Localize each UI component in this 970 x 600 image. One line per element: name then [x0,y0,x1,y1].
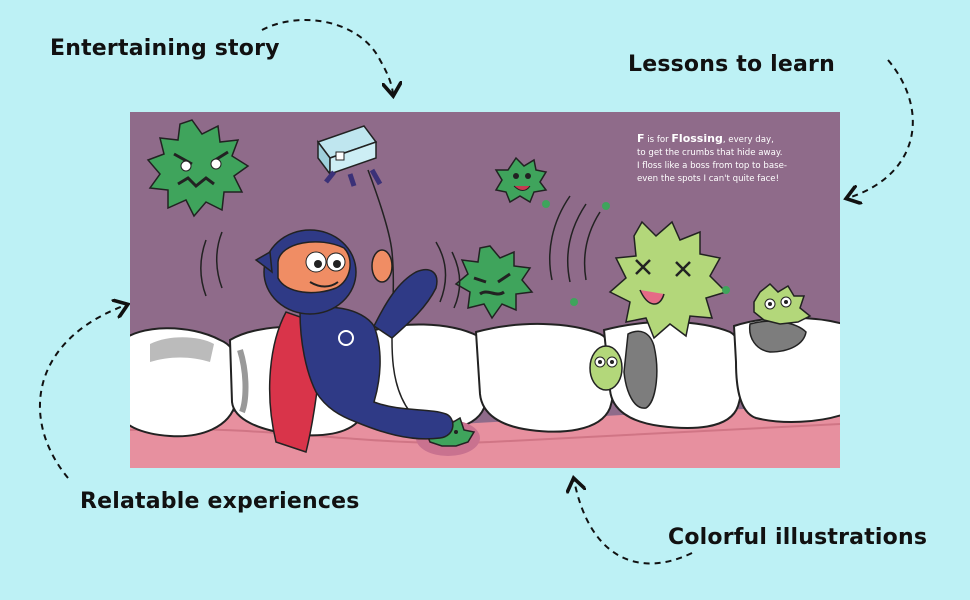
arrow-top-right [848,59,914,198]
motion-lines [200,195,601,309]
illustration-svg [130,112,840,468]
verse-line-2: to get the crumbs that hide away. [637,148,783,158]
peeking-germ-icon [753,282,812,325]
callout-entertaining-story: Entertaining story [50,36,280,61]
callout-lessons-to-learn: Lessons to learn [628,52,835,77]
verse-line-1: F is for Flossing, every day, [637,132,837,147]
story-verse: F is for Flossing, every day, to get the… [637,132,837,186]
arrow-bottom-right [574,480,693,565]
angry-germ-icon [146,119,250,218]
verse-line-1-mid: is for [644,135,672,145]
verse-line-3: I floss like a boss from top to base- [637,161,787,171]
verse-letter: F [637,132,645,145]
mid-germ-icon [454,245,534,320]
floss-box-icon [316,125,383,187]
verse-line-4: even the spots I can't quite face! [637,174,780,184]
small-germ-icon [494,156,548,204]
verse-keyword: Flossing [671,132,723,145]
callout-relatable-experiences: Relatable experiences [80,489,360,514]
callout-colorful-illustrations: Colorful illustrations [668,525,928,550]
illustration-scene: F is for Flossing, every day, to get the… [130,112,840,468]
floss-string [367,169,411,413]
verse-line-1-end: , every day, [722,135,774,145]
arrow-top-left [261,19,393,94]
ninja-character-icon [254,229,454,453]
dizzy-germ-icon [608,220,728,340]
arrow-bottom-left [39,305,126,479]
cavity-germ-icon [589,345,623,391]
